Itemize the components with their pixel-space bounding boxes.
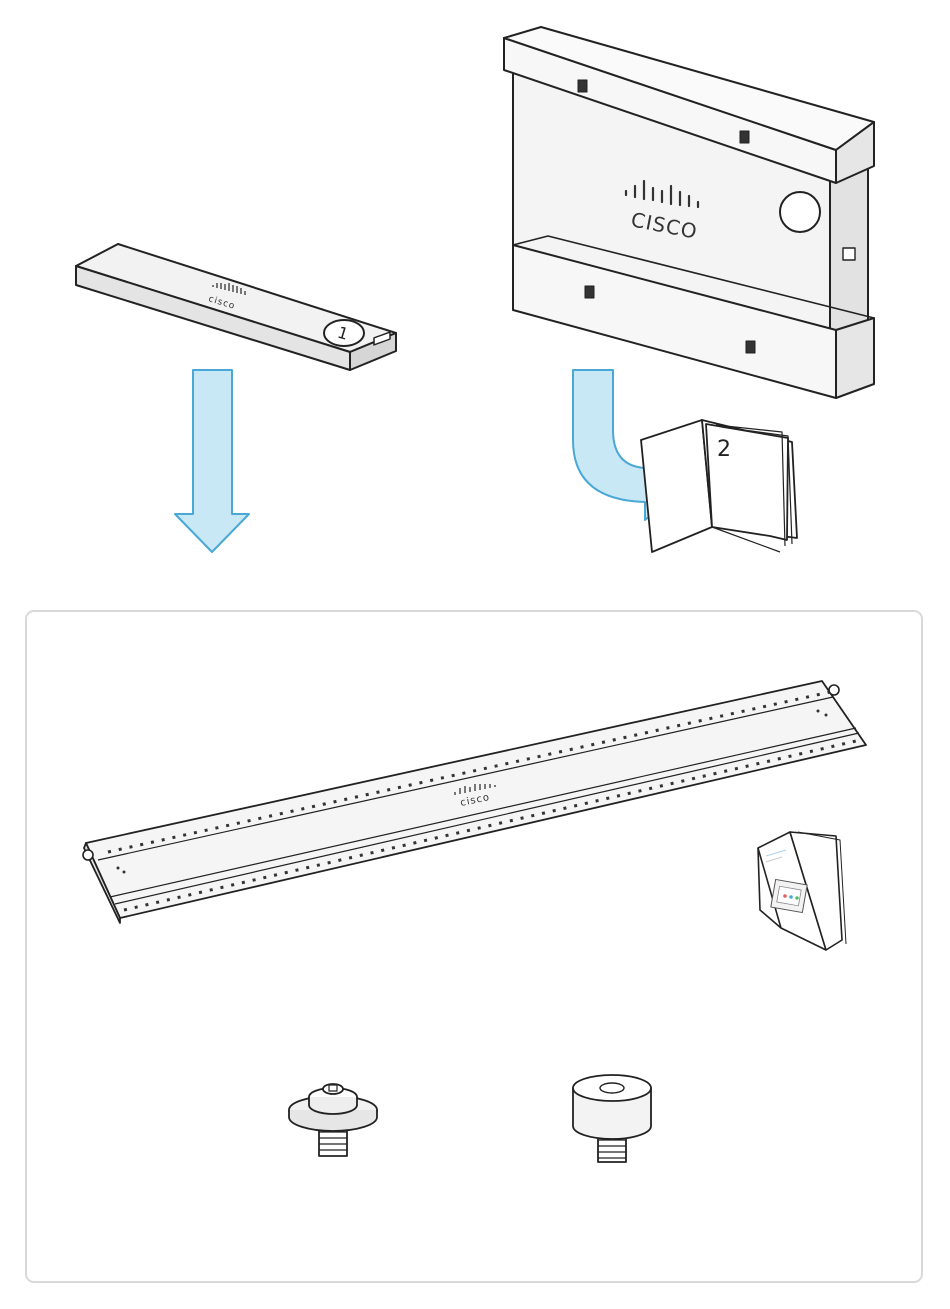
bar-unit — [76, 244, 396, 370]
booklet-number-label: 2 — [717, 437, 731, 462]
box-round-window — [780, 192, 820, 232]
down-arrow-icon — [175, 370, 249, 552]
packaged-box — [504, 27, 874, 398]
